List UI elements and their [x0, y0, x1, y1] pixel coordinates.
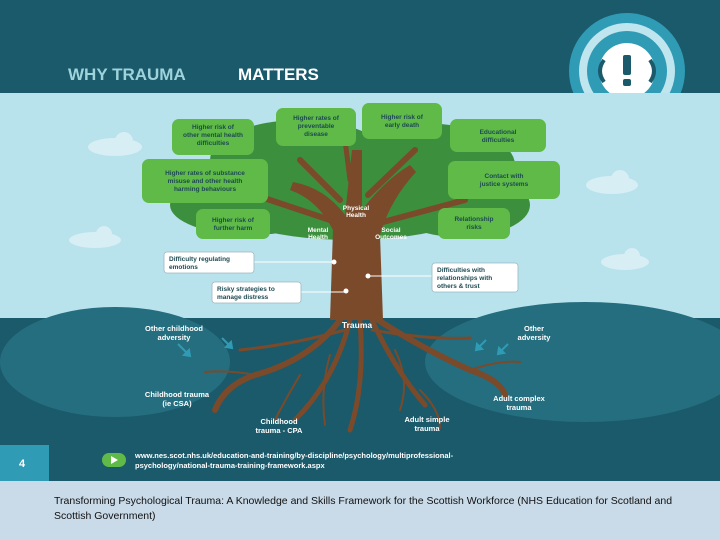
- leaf-line: disease: [304, 131, 328, 138]
- root-label-line: Adult complex: [493, 394, 546, 403]
- leaf-line: Higher risk of: [212, 217, 255, 224]
- trunk-label-line: Social: [381, 227, 400, 234]
- tree-roots: [204, 317, 521, 433]
- leaf-line: Contact with: [485, 173, 524, 180]
- leaf-line: harming behaviours: [174, 186, 237, 193]
- leaf-line: Higher rates of: [293, 115, 340, 122]
- footer-url[interactable]: www.nes.scot.nhs.uk/education-and-traini…: [134, 451, 454, 470]
- trunk-label-line: Physical: [343, 205, 370, 212]
- root-label-line: Childhood: [260, 417, 297, 426]
- play-arrow-icon: [102, 453, 126, 467]
- root-label-line: Other: [524, 324, 544, 333]
- root-label-line: trauma: [506, 403, 532, 412]
- trunk-label-line: Health: [308, 234, 328, 241]
- trunk-label-line: Outcomes: [375, 234, 407, 241]
- tree-trunk: [252, 137, 468, 320]
- root-label-line: adversity: [158, 333, 192, 342]
- callout-line: emotions: [169, 264, 198, 271]
- root-childhood-trauma-csa: Childhood trauma(ie CSA): [145, 390, 210, 408]
- title-part-2: MATTERS: [238, 65, 319, 84]
- leaf-line: difficulties: [482, 137, 515, 144]
- root-label-line: trauma - CPA: [256, 426, 304, 435]
- slide-number: 4: [19, 458, 26, 470]
- leaf-line: Higher risk of: [381, 114, 424, 121]
- callout-line: relationships with: [437, 275, 492, 282]
- leaf-line: misuse and other health: [168, 178, 243, 185]
- leaf-line: risks: [466, 224, 482, 231]
- leaf-line: further harm: [214, 225, 253, 232]
- leaf-line: Higher risk of: [192, 124, 235, 131]
- callout-line: Difficulties with: [437, 267, 485, 274]
- title-part-1: WHY TRAUMA: [68, 65, 186, 84]
- source-caption: Transforming Psychological Trauma: A Kno…: [54, 495, 673, 522]
- leaf-line: early death: [385, 122, 419, 129]
- root-label-line: trauma: [414, 424, 440, 433]
- trauma-label: Trauma: [342, 320, 373, 330]
- leaf-line: difficulties: [197, 140, 230, 147]
- leaf-line: preventable: [298, 123, 335, 130]
- slide-number-box: [0, 445, 49, 481]
- leaf-line: Higher rates of substance: [165, 170, 245, 177]
- leaf-line: Educational: [480, 129, 517, 136]
- ground-bubble-right: [425, 302, 720, 422]
- root-label-line: adversity: [518, 333, 552, 342]
- callout-line: manage distress: [217, 294, 269, 301]
- root-label-line: Adult simple: [404, 415, 449, 424]
- callout-line: Difficulty regulating: [169, 256, 230, 263]
- leaf-line: Relationship: [454, 216, 493, 223]
- url-line: www.nes.scot.nhs.uk/education-and-traini…: [134, 451, 454, 460]
- leaf-line: other mental health: [183, 132, 243, 139]
- url-line: psychology/national-trauma-training-fram…: [135, 461, 325, 470]
- adversity-arrows: [177, 337, 509, 358]
- leaf-line: justice systems: [479, 181, 529, 188]
- ground-bubble-left: [0, 307, 230, 417]
- callout-line: others & trust: [437, 283, 480, 290]
- clouds: [69, 132, 649, 270]
- callout-line: Risky strategies to: [217, 286, 275, 293]
- root-label-line: Other childhood: [145, 324, 203, 333]
- root-label-line: Childhood trauma: [145, 390, 210, 399]
- trunk-label-line: Health: [346, 212, 366, 219]
- root-label-line: (ie CSA): [162, 399, 192, 408]
- trunk-label-line: Mental: [308, 227, 329, 234]
